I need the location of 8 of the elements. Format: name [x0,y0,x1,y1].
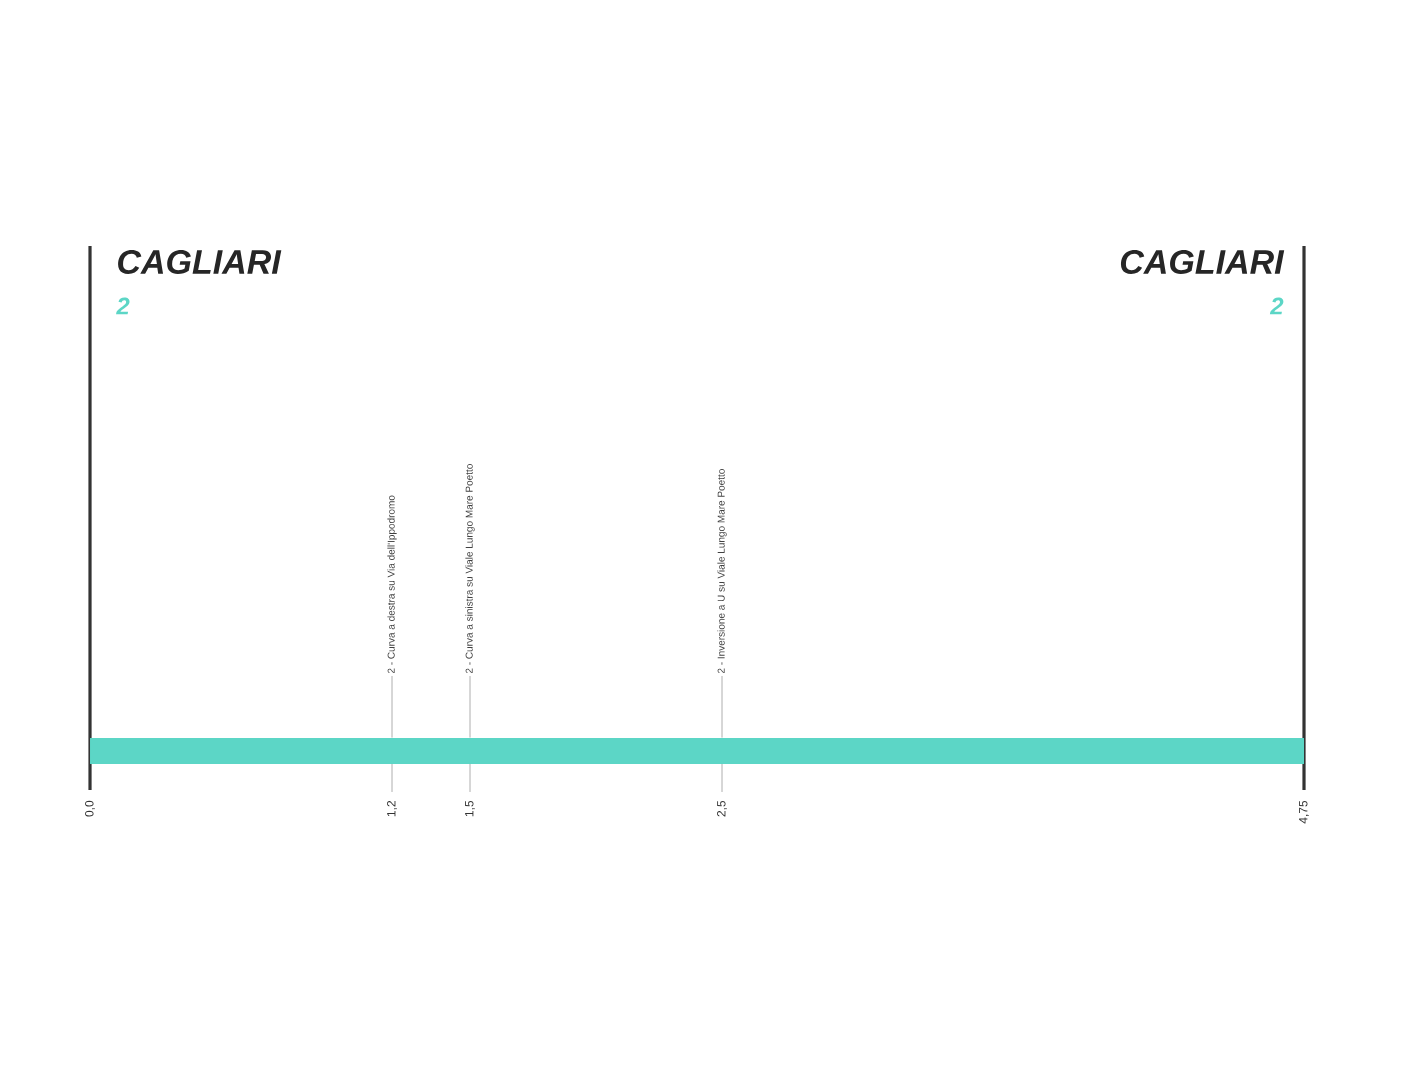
stage-number: 2 [1269,297,1284,315]
profile-bar [90,738,1304,764]
leader-line [721,675,723,738]
leader-line [391,675,393,738]
city-label: CAGLIARI [118,249,282,275]
leader-line [469,675,471,738]
stage-number: 2 [116,297,130,315]
city-label: CAGLIARI [1120,249,1285,275]
